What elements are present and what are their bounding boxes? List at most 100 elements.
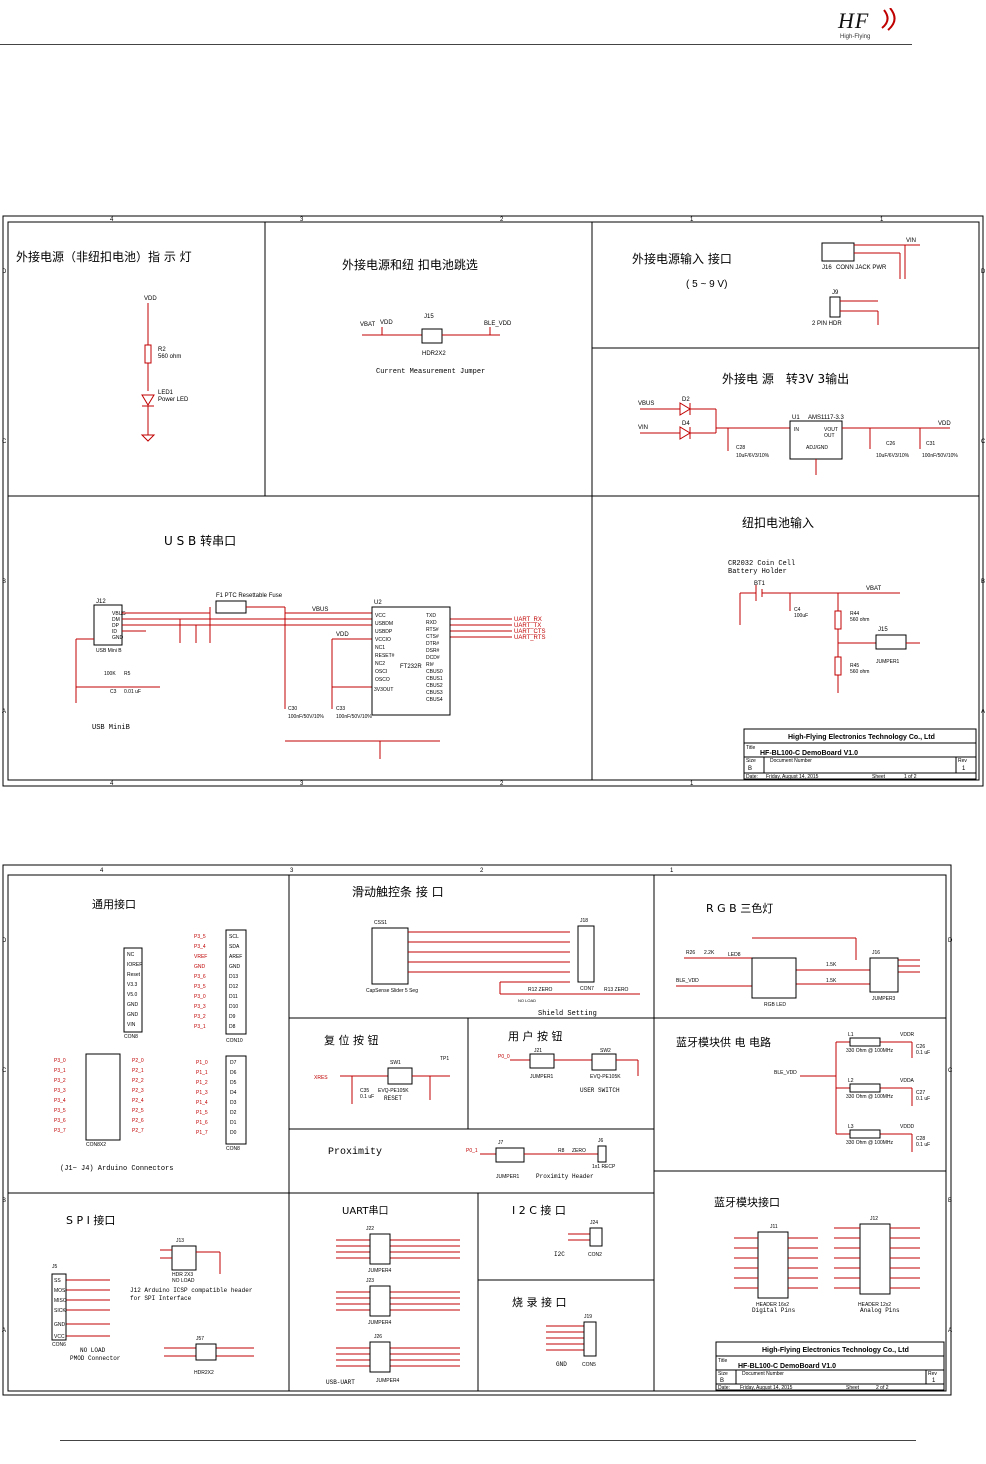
title-block2-rev-label: Rev: [928, 1371, 937, 1377]
connector-j5: [51, 1273, 67, 1341]
j2-right-net: P2_0: [132, 1058, 144, 1064]
j3-net: P3_5: [194, 934, 206, 940]
j2-left-net: P3_7: [54, 1128, 66, 1134]
label-con2: CON2: [588, 1252, 602, 1258]
section-title-reset: 复 位 按 钮: [324, 1033, 379, 1047]
label-con6: CON6: [52, 1342, 66, 1348]
svg-text:A: A: [948, 1328, 952, 1334]
logo-subtitle: High-Flying: [840, 34, 871, 40]
title-block2-sheet: 2 of 2: [876, 1385, 889, 1391]
jumper3: [869, 957, 899, 993]
j4-pin: D6: [230, 1070, 237, 1076]
j3-pin: D9: [229, 1014, 236, 1020]
spi-pin: GND: [54, 1322, 66, 1328]
j3-pin: D8: [229, 1024, 236, 1030]
title-block2-company: High-Flying Electronics Technology Co., …: [762, 1347, 909, 1354]
title-block-sheet1: High-Flying Electronics Technology Co., …: [743, 728, 977, 780]
label-con8x2: CON8X2: [86, 1142, 106, 1148]
label-d2: D2: [682, 397, 690, 403]
ft232-left-pin: OSCO: [375, 677, 390, 683]
label-c4-value: 100uF: [794, 613, 808, 619]
connector-j1: [123, 947, 143, 1033]
label-analog-pins: Analog Pins: [860, 1307, 900, 1314]
sheet1-outer-frame: [2, 215, 984, 787]
label-conn-jack: CONN JACK PWR: [836, 265, 887, 271]
svg-text:3: 3: [300, 217, 304, 223]
label-user-switch: USER SWITCH: [580, 1087, 620, 1094]
label-j22: J22: [366, 1226, 374, 1232]
j1-pin: GND: [127, 1012, 139, 1018]
svg-text:4: 4: [110, 781, 114, 787]
j4-net: P1_3: [196, 1090, 208, 1096]
label-c26-b: C26: [916, 1044, 925, 1050]
j2-right-net: P2_2: [132, 1078, 144, 1084]
label-c28: C28: [736, 445, 745, 451]
label-usb-uart: USB-UART: [326, 1379, 355, 1386]
ft232-right-pin: DCD#: [426, 655, 440, 661]
label-j16: J16: [872, 950, 880, 956]
ft232-right-pin: CBUS2: [426, 683, 443, 689]
label-r30-value: 1.5K: [826, 978, 837, 984]
label-pin-hdr: 2 PIN HDR: [812, 321, 842, 327]
svg-text:B: B: [948, 1198, 952, 1204]
label-j15: J15: [424, 314, 434, 320]
j2-left-net: P3_2: [54, 1078, 66, 1084]
svg-text:C: C: [948, 1068, 953, 1074]
ft232-right-pin: RI#: [426, 662, 434, 668]
j3-net: P3_0: [194, 994, 206, 1000]
label-con5: CON5: [582, 1362, 596, 1368]
label-jumper4-c: JUMPER4: [376, 1378, 400, 1384]
net-uart-tx: UART_TX: [514, 623, 541, 629]
svg-text:B: B: [2, 1198, 6, 1204]
label-j23: J23: [366, 1278, 374, 1284]
label-header12: HEADER 12x2: [858, 1302, 891, 1308]
svg-text:A: A: [2, 1328, 6, 1334]
section-title-user-button: 用 户 按 钮: [508, 1029, 563, 1043]
svg-text:2: 2: [500, 781, 504, 787]
ft232-left-pin: USBDP: [375, 629, 393, 635]
spi-pin: VCC: [54, 1334, 65, 1340]
label-ferrite-2: 330 Ohm @ 100MHz: [846, 1094, 894, 1100]
section-title-uart: UART串口: [342, 1205, 389, 1217]
label-c33: C33: [336, 706, 345, 712]
title-block-date-label: Date:: [746, 774, 758, 780]
label-hdr2x3: HDR 2X3: [172, 1272, 193, 1278]
ferrite-l1: [849, 1037, 881, 1047]
label-l3: L3: [848, 1124, 854, 1130]
label-hdr2x2-b: HDR2X2: [194, 1370, 214, 1376]
j3-pin: AREF: [229, 954, 242, 960]
svg-text:4: 4: [100, 868, 104, 874]
title-block2-sheet-label: Sheet: [846, 1385, 860, 1391]
label-no-load-2: NO LOAD: [172, 1278, 195, 1284]
ferrite-l2: [849, 1083, 881, 1093]
rgb-led: [751, 957, 797, 999]
title-block2-title: HF-BL100-C DemoBoard V1.0: [738, 1363, 836, 1370]
section-title-burn: 烧 录 接 口: [512, 1296, 567, 1309]
label-con7: CON7: [580, 986, 594, 992]
svg-text:D: D: [948, 938, 953, 944]
sheet1-inner-frame: [7, 221, 980, 781]
net-uart-rx: UART_RX: [514, 617, 542, 623]
section-title-spi: S P I 接口: [66, 1214, 115, 1227]
title-block-docnum-label: Document Number: [770, 758, 812, 764]
label-no-load: NO LOAD: [518, 998, 536, 1003]
section-title-usb: U S B 转串口: [164, 533, 236, 548]
label-c26b-value: 0.1 uF: [916, 1050, 930, 1056]
svg-text:C: C: [2, 439, 7, 445]
j2-right-net: P2_6: [132, 1118, 144, 1124]
label-j9: J9: [832, 290, 839, 296]
ft232-right-pin: TXD: [426, 613, 436, 619]
ft232-right-pin: RXD: [426, 620, 437, 626]
label-vbus-2: VBUS: [312, 607, 328, 613]
label-jumper1: JUMPER1: [876, 659, 900, 665]
label-j12-ble: J12: [870, 1216, 878, 1222]
j2-left-net: P3_0: [54, 1058, 66, 1064]
label-vbat-2: VBAT: [866, 586, 882, 592]
section-title-proximity: Proximity: [328, 1146, 382, 1158]
label-j21: J21: [534, 1048, 542, 1054]
label-ble-vdd: BLE_VDD: [484, 321, 512, 327]
usb-pin-gnd: GND: [112, 635, 124, 641]
label-r5-value: 100K: [104, 671, 116, 677]
net-p0-1: P0_1: [466, 1148, 478, 1154]
